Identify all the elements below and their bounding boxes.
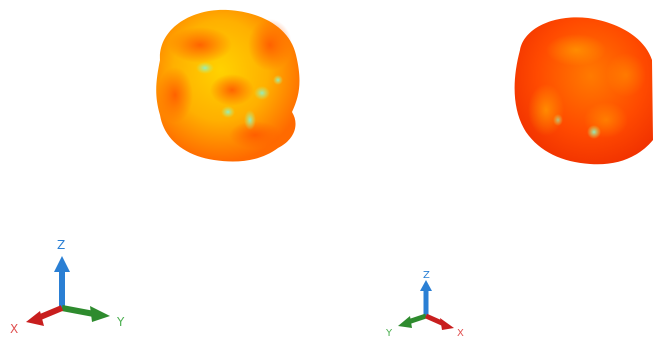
scene-right[interactable]: Z Y X [326,0,653,340]
axis-x-arrowhead [440,318,454,330]
orientation-triad-icon: Z Y X [385,270,464,339]
antenna-pattern-surface-left[interactable] [156,9,300,162]
viewport-right[interactable]: Z Y X [326,0,653,340]
axis-y-arrowhead [398,316,412,328]
axis-z-arrowhead [54,256,70,272]
axis-z-label: Z [423,270,430,281]
orientation-triad-icon: Z Y X [10,238,125,336]
axis-y-label: Y [385,328,393,339]
axis-x-shaft [36,305,64,321]
viewport-left[interactable]: Z Y X [0,0,326,340]
axis-z-arrowhead [420,280,432,291]
scene-left[interactable]: Z Y X [0,0,326,340]
axis-x-arrowhead [26,311,44,326]
axis-x-label: X [10,322,18,336]
axis-y-label: Y [116,315,125,329]
axis-y-shaft [407,313,427,325]
axis-y-shaft [61,305,95,317]
axis-z-label: Z [57,238,65,252]
antenna-pattern-surface-right[interactable] [514,17,653,165]
axis-y-arrowhead [90,306,110,322]
axis-x-label: X [457,328,464,339]
